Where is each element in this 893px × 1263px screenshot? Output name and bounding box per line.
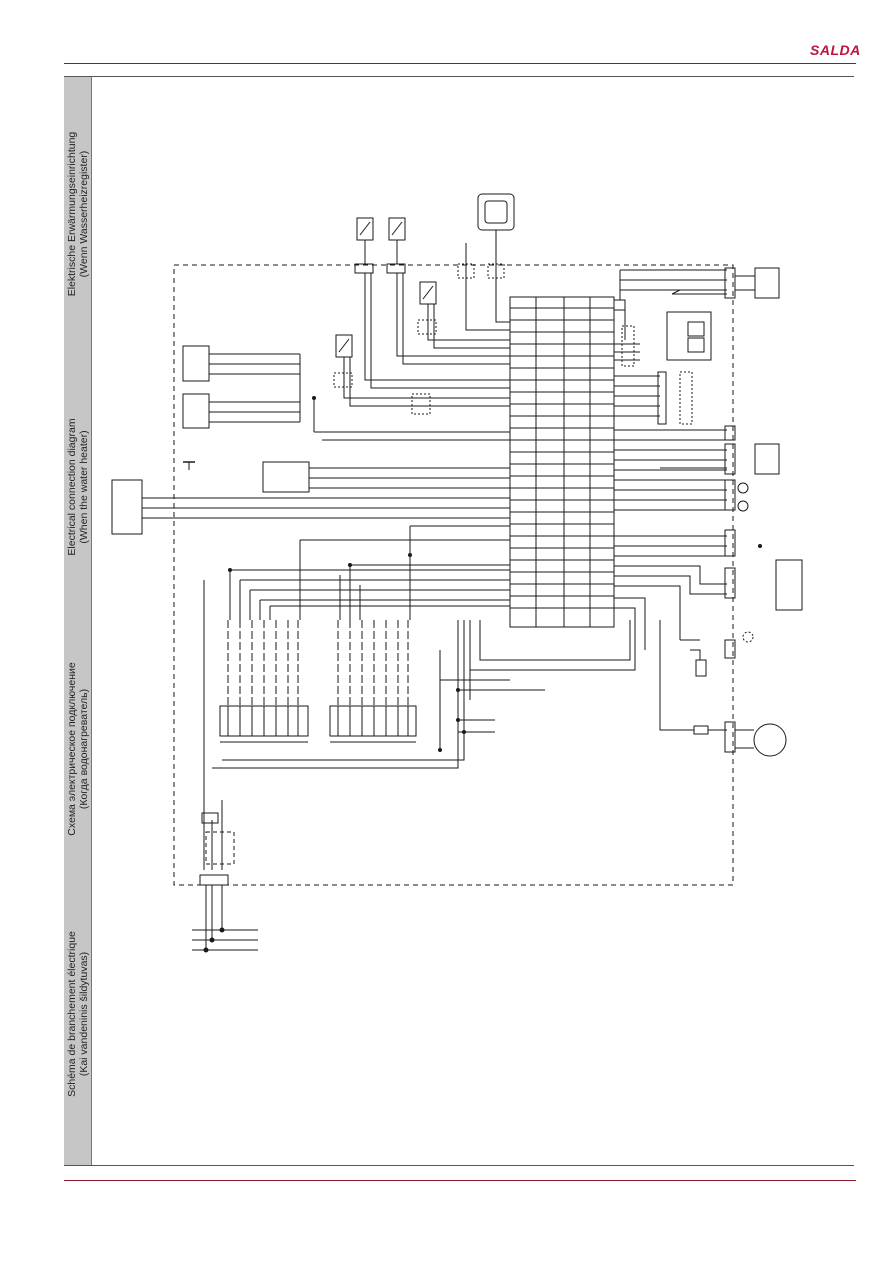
temperature-sensor-icon	[354, 217, 406, 274]
sidebar-title-strip: Elektrische Erwärmungseinrichtung (Wenn …	[64, 77, 92, 1165]
main-supply	[192, 812, 258, 953]
lower-wires	[203, 580, 727, 870]
remote-control-panel	[457, 193, 515, 300]
board-wires	[142, 273, 510, 620]
heater-relay-bank-left	[219, 620, 309, 743]
right-output-wires	[469, 269, 727, 671]
junction-dots	[228, 396, 762, 752]
unit-enclosure	[173, 264, 734, 886]
header-rule	[64, 63, 856, 64]
brand-logo: SALDA	[810, 42, 861, 58]
right-components	[621, 267, 803, 757]
heater-relay-bank-right	[329, 620, 417, 743]
controller-board	[509, 296, 615, 628]
sensor-group	[333, 281, 437, 415]
footer-rule	[64, 1180, 856, 1181]
content-frame	[64, 76, 854, 1166]
